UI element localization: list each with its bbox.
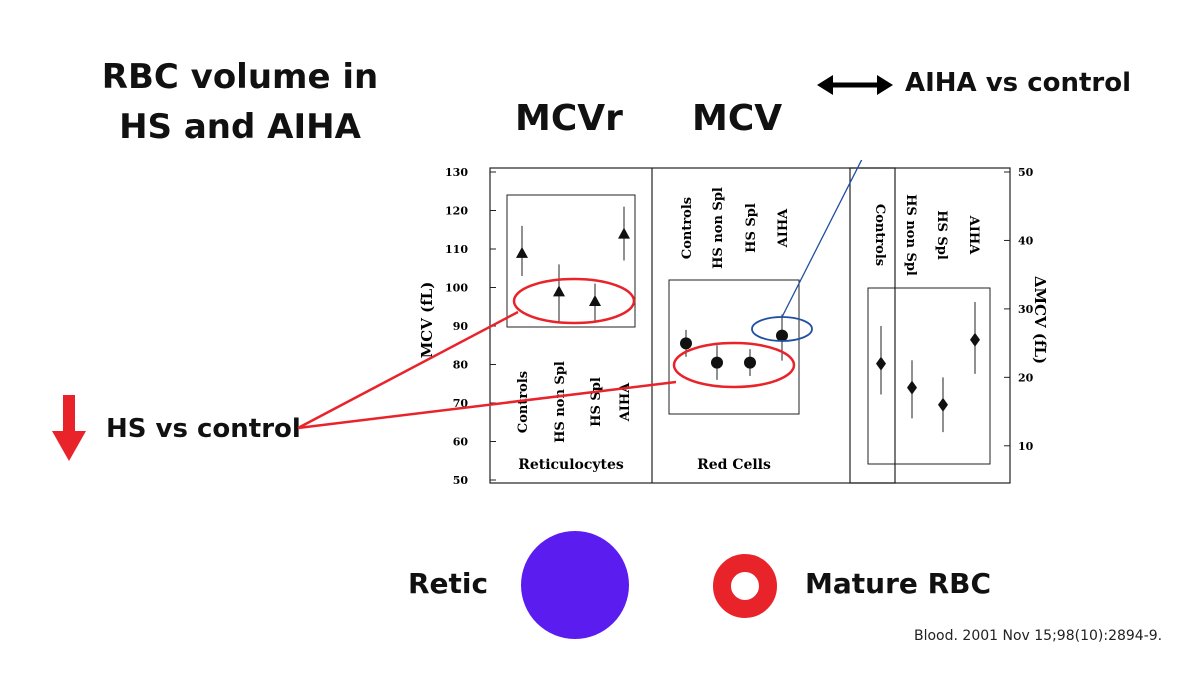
slide-title: RBC volume in HS and AIHA: [60, 52, 420, 152]
left-tick-label: 120: [445, 205, 468, 218]
left-tick-label: 130: [445, 166, 468, 179]
left-tick-label: 110: [445, 243, 468, 256]
delta-point-hs-non-spl: [907, 380, 917, 395]
panel-name-reticulocytes: Reticulocytes: [518, 457, 624, 473]
right-tick-label: 20: [1018, 371, 1034, 384]
category-label-aiha: AIHA: [776, 208, 791, 248]
category-label-hs-spl: HS Spl: [589, 377, 604, 427]
legend-retic-label: Retic: [408, 567, 489, 600]
right-tick-label: 10: [1018, 440, 1034, 453]
mature-rbc-ring-icon: [713, 554, 777, 618]
retic-inner-box: [506, 194, 636, 328]
hs-retic-highlight: [512, 277, 636, 325]
redcell-inner-box: [668, 279, 800, 415]
redcell-point-hs-non-spl: [711, 356, 723, 369]
header-mcvr: MCVr: [515, 98, 623, 139]
down-arrow-icon: [52, 395, 86, 461]
legend-mature-label: Mature RBC: [805, 567, 992, 600]
category-label-hs-spl: HS Spl: [744, 203, 759, 253]
double-arrow-icon: [817, 75, 893, 95]
hs-redcell-highlight: [672, 341, 796, 389]
retic-point-hs-non-spl: [553, 285, 565, 297]
right-outer-frame: [849, 167, 1011, 484]
retic-point-controls: [516, 246, 528, 258]
retic-circle-icon: [521, 531, 629, 639]
delta-point-controls: [876, 356, 886, 371]
redcell-point-hs-spl: [744, 356, 756, 369]
retic-point-aiha: [618, 227, 630, 239]
left-tick-label: 100: [445, 282, 468, 295]
delta-point-hs-spl: [938, 397, 948, 412]
category-label-controls: Controls: [680, 197, 695, 259]
left-tick-label: 50: [453, 474, 469, 487]
hs-note: HS vs control: [106, 414, 301, 444]
left-tick-label: 90: [453, 320, 469, 333]
aiha-pointer-line: [781, 160, 863, 318]
redcell-point-aiha: [776, 329, 788, 342]
category-label-hs-spl: HS Spl: [934, 210, 949, 260]
left-axis-label: MCV (fL): [418, 282, 436, 359]
category-label-hs-non-spl: HS non Spl: [711, 187, 726, 269]
category-label-hs-non-spl: HS non Spl: [553, 361, 568, 443]
category-label-hs-non-spl: HS non Spl: [903, 194, 918, 276]
category-label-aiha: AIHA: [966, 215, 981, 255]
panel-name-redcells: Red Cells: [697, 457, 771, 473]
category-label-controls: Controls: [516, 371, 531, 433]
delta-inner-box: [867, 287, 991, 465]
right-axis-label: ΔMCV (fL): [1031, 276, 1049, 364]
header-mcv: MCV: [692, 98, 783, 139]
mcv-chart: MCV (fL) ΔMCV (fL) Reticulocytes Red Cel…: [418, 160, 1049, 487]
right-tick-label: 30: [1018, 303, 1034, 316]
right-tick-label: 50: [1018, 166, 1034, 179]
category-label-aiha: AIHA: [618, 382, 633, 422]
left-tick-label: 60: [453, 436, 469, 449]
category-label-controls: Controls: [872, 204, 887, 266]
redcell-point-controls: [680, 337, 692, 350]
delta-point-aiha: [970, 332, 980, 347]
right-tick-label: 40: [1018, 234, 1034, 247]
title-line-2: HS and AIHA: [119, 107, 361, 147]
left-tick-label: 80: [453, 359, 469, 372]
aiha-note: AIHA vs control: [905, 68, 1132, 98]
title-line-1: RBC volume in: [101, 57, 379, 97]
retic-point-hs-spl: [589, 294, 601, 306]
citation: Blood. 2001 Nov 15;98(10):2894-9.: [914, 628, 1163, 644]
